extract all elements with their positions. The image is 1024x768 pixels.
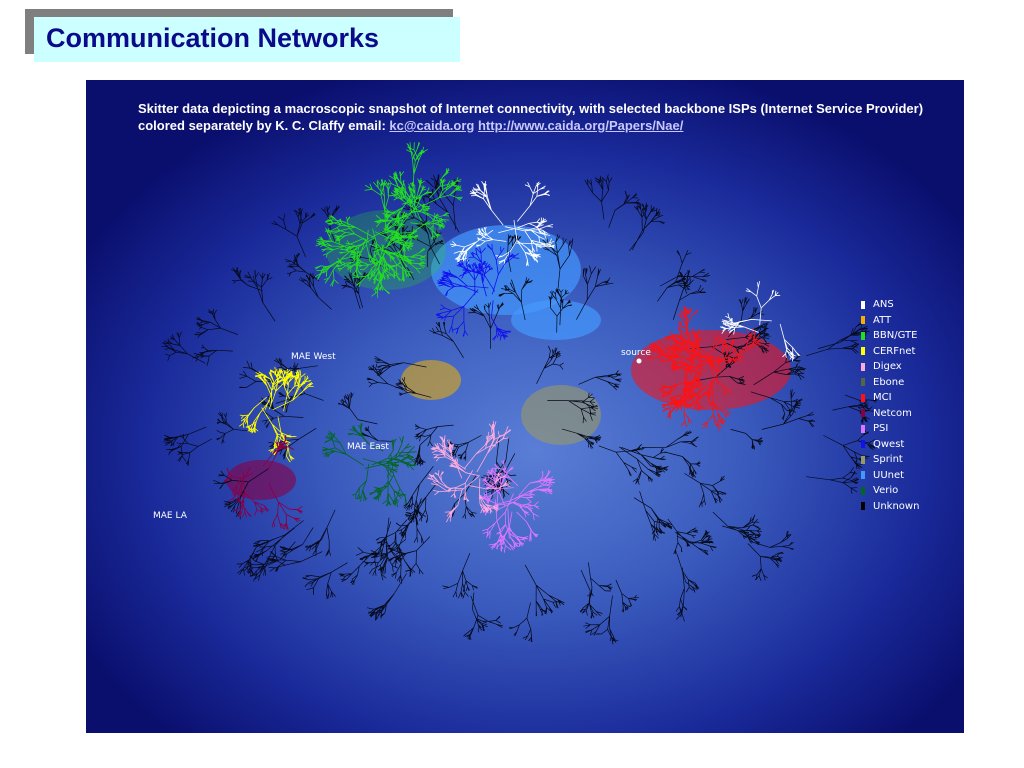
internet-map-panel: Skitter data depicting a macroscopic sna… (86, 80, 964, 733)
legend-label: Netcom (873, 407, 912, 419)
network-branches (435, 243, 520, 341)
url-link[interactable]: http://www.caida.org/Papers/Nae/ (477, 118, 684, 133)
legend-swatch (861, 347, 865, 356)
legend-item: Digex (861, 359, 919, 375)
network-branches (478, 460, 555, 553)
legend-label: Digex (873, 361, 902, 373)
network-branches (647, 305, 762, 432)
legend-label: Verio (873, 485, 899, 497)
legend-label: BBN/GTE (873, 330, 918, 342)
isp-region (431, 225, 581, 315)
network-branches (427, 420, 511, 523)
legend-label: UUnet (873, 469, 905, 481)
legend-item: ATT (861, 313, 919, 329)
legend-swatch (861, 486, 865, 495)
legend-item: UUnet (861, 468, 919, 484)
network-branches (450, 181, 801, 362)
legend-item: Netcom (861, 406, 919, 422)
legend-item: Sprint (861, 452, 919, 468)
legend-item: Qwest (861, 437, 919, 453)
legend-swatch (861, 455, 865, 464)
legend-swatch (861, 378, 865, 387)
legend-swatch (861, 300, 865, 309)
legend-label: CERFnet (873, 345, 916, 357)
legend-label: Qwest (873, 438, 905, 450)
source-dot (636, 358, 642, 364)
legend-swatch (861, 331, 865, 340)
mae-la-label: MAE LA (153, 511, 187, 521)
legend-item: Verio (861, 483, 919, 499)
isp-region (521, 385, 601, 445)
slide-title: Communication Networks (46, 23, 380, 53)
network-branches (321, 422, 417, 508)
legend-label: MCI (873, 392, 892, 404)
caption-text: Skitter data depicting a macroscopic sna… (138, 101, 924, 133)
isp-region (226, 460, 296, 500)
email-link[interactable]: kc@caida.org (389, 118, 475, 133)
legend-swatch (861, 316, 865, 325)
legend-swatch (861, 409, 865, 418)
internet-map-graphic (161, 141, 878, 645)
legend-swatch (861, 393, 865, 402)
title-box: Communication Networks (34, 17, 460, 62)
legend-label: PSI (873, 423, 889, 435)
legend-item: BBN/GTE (861, 328, 919, 344)
network-branches (239, 366, 314, 463)
caption: Skitter data depicting a macroscopic sna… (138, 100, 948, 134)
legend-swatch (861, 362, 865, 371)
isp-region (511, 300, 601, 340)
network-branches (223, 435, 303, 531)
legend-swatch (861, 424, 865, 433)
legend-label: Sprint (873, 454, 903, 466)
legend-label: Ebone (873, 376, 905, 388)
isp-region (401, 360, 461, 400)
mae-west-label: MAE West (291, 352, 336, 362)
legend-item: CERFnet (861, 344, 919, 360)
legend-swatch (861, 502, 865, 511)
legend-item: MCI (861, 390, 919, 406)
legend-swatch (861, 440, 865, 449)
source-label: source (621, 348, 651, 358)
legend-label: ANS (873, 299, 894, 311)
legend-item: ANS (861, 297, 919, 313)
mae-east-label: MAE East (347, 442, 389, 452)
legend-label: ATT (873, 314, 892, 326)
legend-item: Ebone (861, 375, 919, 391)
network-branches (314, 141, 463, 298)
legend-item: Unknown (861, 499, 919, 515)
legend-swatch (861, 471, 865, 480)
legend-label: Unknown (873, 500, 920, 512)
legend-item: PSI (861, 421, 919, 437)
